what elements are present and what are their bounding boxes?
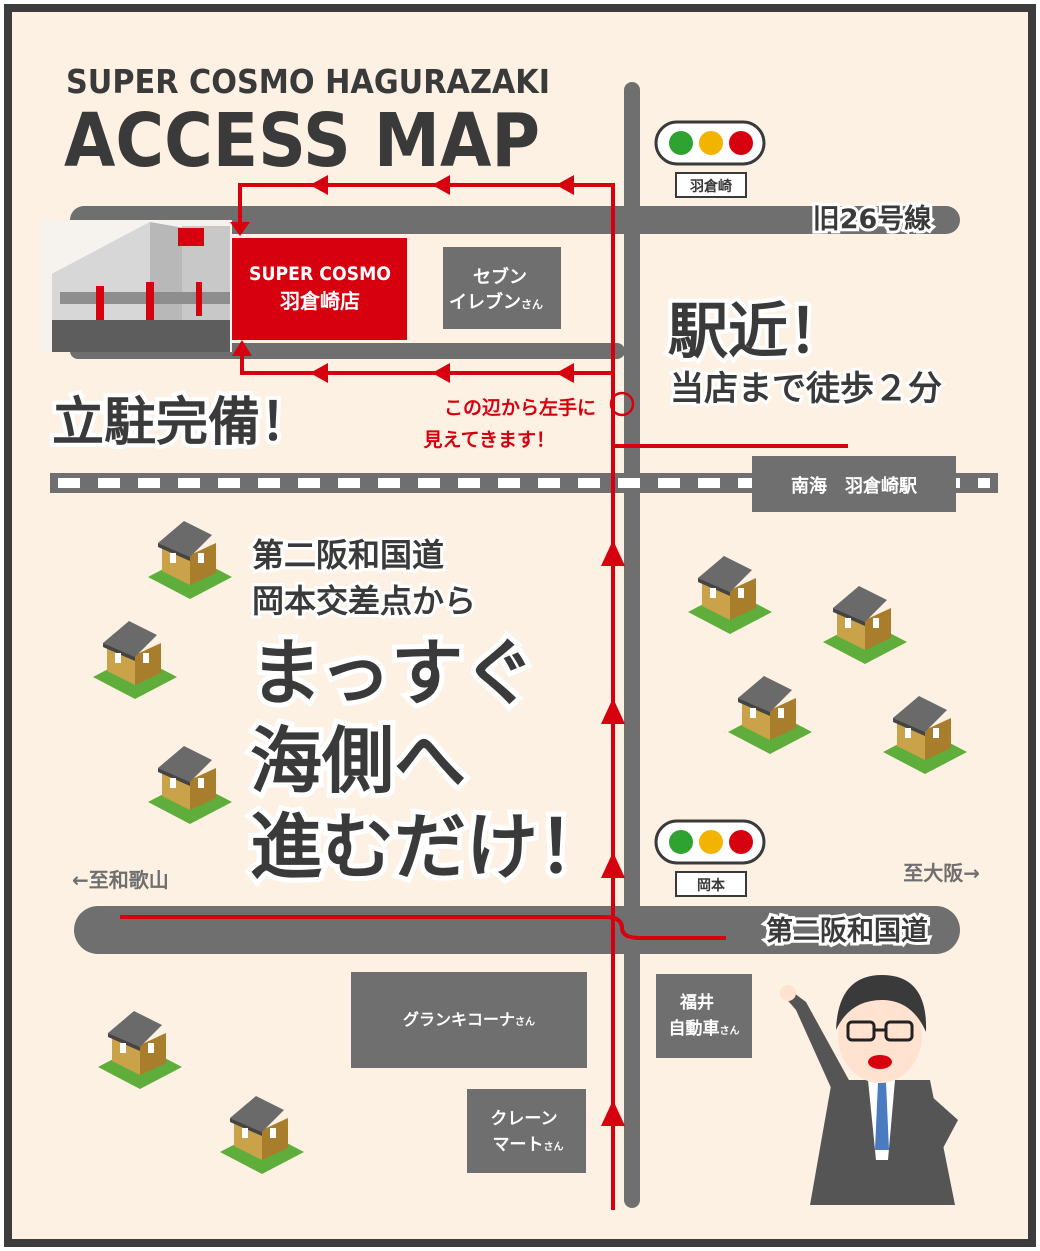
seven-eleven-line1: セブン	[473, 266, 527, 288]
old-route-26-road	[70, 206, 960, 234]
store-photo	[40, 220, 232, 352]
store-name-line2: 羽倉崎店	[280, 289, 360, 313]
station-near-callout: 駅近！	[668, 297, 848, 367]
fukui-line1: 福井	[679, 992, 714, 1013]
see-left-callout-line1: この辺から左手に	[444, 396, 596, 419]
signal-bottom-label-box	[675, 871, 747, 897]
station-label: 南海 羽倉崎駅	[791, 475, 918, 497]
crane-line1: クレーン	[490, 1109, 557, 1129]
map-subtitle: SUPER COSMO HAGURAZAKI	[66, 62, 550, 101]
parking-callout: 立駐完備！	[52, 393, 312, 453]
see-left-callout-line2: 見えてきます！	[424, 429, 555, 451]
direction-line4: 海側へ	[250, 719, 466, 803]
to-wakayama-label: ←至和歌山	[72, 868, 169, 892]
signal-bottom-label: 岡本	[697, 877, 726, 894]
traffic-signal-top	[654, 120, 766, 166]
direction-line3: まっすぐ	[250, 631, 535, 715]
direction-line1: 第二阪和国道	[252, 536, 444, 574]
store-box	[232, 238, 407, 340]
signal-top-label: 羽倉崎	[690, 178, 732, 195]
station-box	[752, 456, 956, 512]
grandkikona-label: グランキコーナさん	[403, 1010, 535, 1029]
signal-top-label-box	[675, 172, 747, 198]
old-route-26-label: 旧26号線	[813, 203, 932, 235]
walk-time-callout: 当店まで徒歩２分	[670, 369, 942, 409]
route-line	[120, 183, 848, 1210]
hanwa-road-label: 第二阪和国道	[766, 915, 928, 947]
to-osaka-label: 至大阪→	[903, 861, 980, 885]
guide-mascot	[780, 975, 958, 1205]
map-title: ACCESS MAP	[64, 98, 540, 184]
grandkikona-box	[351, 972, 587, 1068]
main-vertical-road	[624, 82, 640, 1208]
direction-line2: 岡本交差点から	[252, 582, 476, 620]
visibility-marker	[609, 391, 635, 417]
traffic-signal-bottom	[654, 819, 766, 865]
direction-line5: 進むだけ！	[250, 805, 610, 889]
route-arrows	[230, 175, 625, 1126]
crane-box	[467, 1089, 586, 1173]
fukui-line2: 自動車さん	[669, 1018, 740, 1039]
crane-line2: マートさん	[493, 1135, 564, 1155]
fukui-box	[656, 974, 752, 1058]
seven-eleven-line2: イレブンさん	[449, 291, 543, 313]
seven-eleven-box	[443, 247, 561, 329]
store-name-line1: SUPER COSMO	[249, 263, 391, 285]
